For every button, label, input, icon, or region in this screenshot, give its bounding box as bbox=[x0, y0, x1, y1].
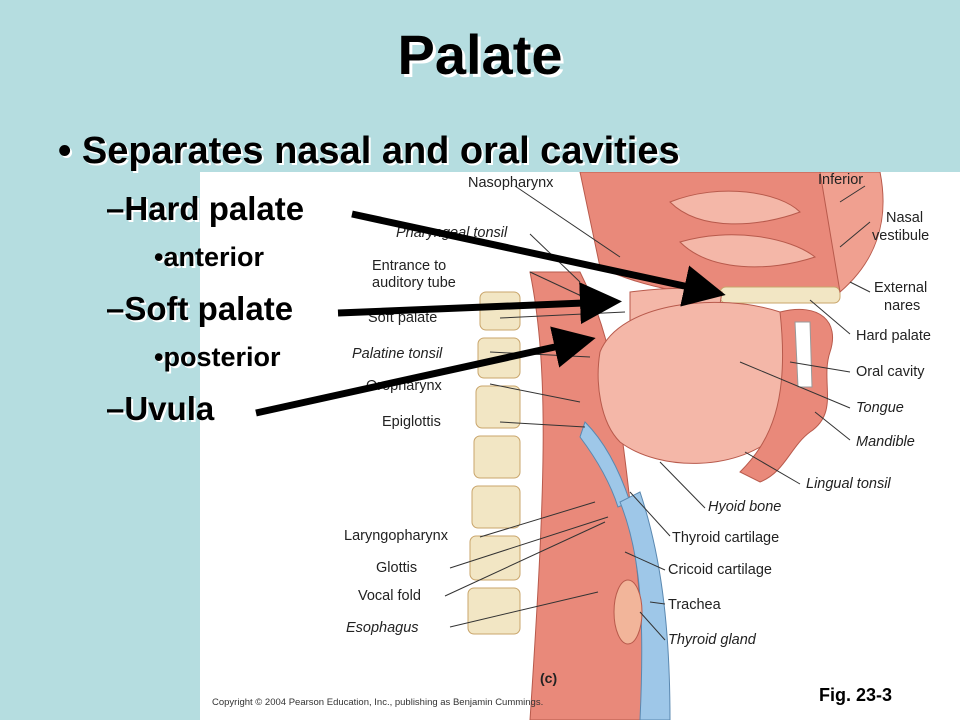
label-tongue: Tongue bbox=[856, 400, 904, 416]
label-laryngopharynx: Laryngopharynx bbox=[344, 528, 448, 544]
label-external-nares-1: External bbox=[874, 280, 928, 296]
label-glottis: Glottis bbox=[376, 560, 418, 576]
nose bbox=[819, 172, 884, 293]
copyright-text: Copyright © 2004 Pearson Education, Inc.… bbox=[212, 697, 544, 708]
label-oral-cavity: Oral cavity bbox=[856, 364, 925, 380]
label-trachea: Trachea bbox=[668, 597, 721, 613]
label-lingual-tonsil: Lingual tonsil bbox=[806, 476, 891, 492]
arrow-soft-palate bbox=[337, 282, 622, 325]
teeth bbox=[794, 321, 813, 388]
label-vocal-fold: Vocal fold bbox=[358, 588, 421, 604]
item-soft-palate: –Soft palate bbox=[106, 290, 294, 327]
item-posterior: •posterior bbox=[154, 342, 281, 372]
label-hyoid-bone: Hyoid bone bbox=[708, 499, 782, 515]
arrow-uvula bbox=[255, 326, 596, 417]
label-entrance-auditory-2: auditory tube bbox=[372, 275, 456, 291]
arrow-hard-palate bbox=[351, 210, 726, 307]
item-uvula: –Uvula bbox=[106, 390, 215, 427]
main-bullet: • Separates nasal and oral cavities bbox=[58, 130, 680, 172]
label-nasal-vestibule-2: vestibule bbox=[872, 228, 930, 244]
label-palatine-tonsil: Palatine tonsil bbox=[352, 346, 443, 362]
label-entrance-auditory-1: Entrance to bbox=[372, 258, 447, 274]
label-inferior: Inferior bbox=[818, 172, 864, 188]
item-hard-palate: –Hard palate bbox=[106, 190, 305, 227]
anatomy-illustration bbox=[444, 172, 884, 720]
figure-number: Fig. 23-3 bbox=[818, 685, 892, 705]
thyroid-gland bbox=[613, 579, 643, 645]
label-external-nares-2: nares bbox=[884, 298, 921, 314]
item-anterior: •anterior bbox=[154, 242, 264, 272]
label-nasal-vestibule-1: Nasal bbox=[886, 210, 924, 226]
label-cricoid-cartilage: Cricoid cartilage bbox=[668, 562, 772, 578]
panel-label: (c) bbox=[540, 670, 558, 686]
concha-lower bbox=[679, 234, 817, 268]
label-esophagus: Esophagus bbox=[346, 620, 419, 636]
label-mandible: Mandible bbox=[856, 434, 915, 450]
slide-title: Palate bbox=[397, 23, 563, 86]
label-epiglottis: Epiglottis bbox=[382, 414, 441, 430]
label-thyroid-cartilage: Thyroid cartilage bbox=[672, 530, 780, 546]
concha-upper bbox=[669, 190, 801, 225]
label-hard-palate: Hard palate bbox=[856, 328, 931, 344]
label-nasopharynx: Nasopharynx bbox=[468, 175, 554, 191]
vertebral-column bbox=[467, 291, 521, 635]
label-thyroid-gland: Thyroid gland bbox=[668, 632, 756, 648]
